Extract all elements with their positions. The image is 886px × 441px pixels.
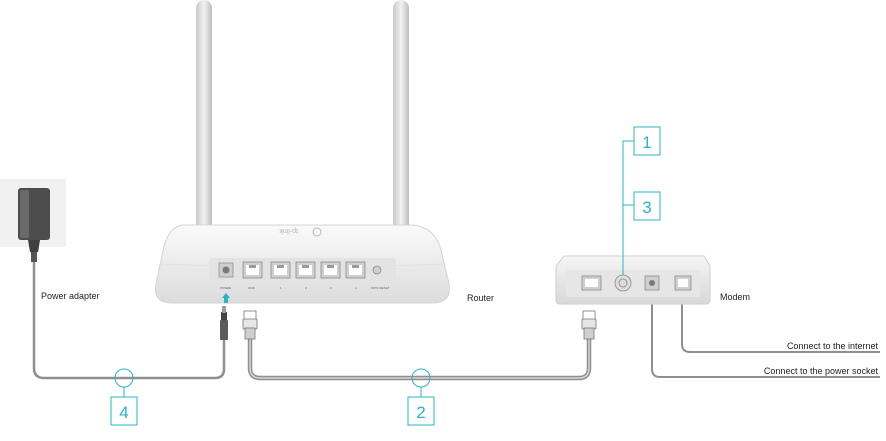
port-label-lan4: 4 [355,286,357,290]
step-callouts: 1 3 4 2 [110,126,661,426]
modem-power-cable [651,288,880,378]
port-label-lan3: 3 [330,286,332,290]
router-logo-icon [312,227,322,237]
step-2-box: 2 [407,396,435,426]
power-cable [32,262,226,380]
dc-power-plug [221,312,227,320]
power-arrow-icon [222,293,230,303]
router-antenna-left [196,0,212,262]
step-3-box: 3 [633,191,661,221]
modem: Modem [555,255,750,305]
plugs [220,306,597,340]
router-antenna-right [393,0,409,262]
power-socket-label: Connect to the power socket [764,366,879,376]
cables [32,262,880,381]
port-label-lan1: 1 [280,286,282,290]
internet-label: Connect to the internet [787,341,879,351]
ethernet-cable [247,338,592,381]
step-2-number: 2 [416,403,425,422]
ethernet-plug-router [242,310,258,340]
router-label: Router [467,293,494,303]
power-adapter-label: Power adapter [41,291,100,301]
router-reset-button [372,265,382,275]
modem-power-button [614,274,632,292]
port-label-lan2: 2 [305,286,307,290]
step-4-box: 4 [110,396,138,426]
port-label-wan: WAN [248,286,255,290]
callout-line-modem-power [622,140,634,275]
port-label-reset: WPS/ RESET [371,286,390,290]
step-3-number: 3 [642,198,651,217]
step-1-box: 1 [633,126,661,156]
router: tp-link POWER WAN 1 2 3 4 WPS/ RESET [154,0,494,304]
router-logo: tp-link [279,227,298,234]
ethernet-plug-modem [581,310,597,340]
step-1-number: 1 [642,133,651,152]
modem-label: Modem [720,292,750,302]
internet-cable [681,288,880,353]
power-adapter: Power adapter [0,179,100,301]
step-4-number: 4 [119,403,128,422]
port-label-power: POWER [220,286,232,290]
